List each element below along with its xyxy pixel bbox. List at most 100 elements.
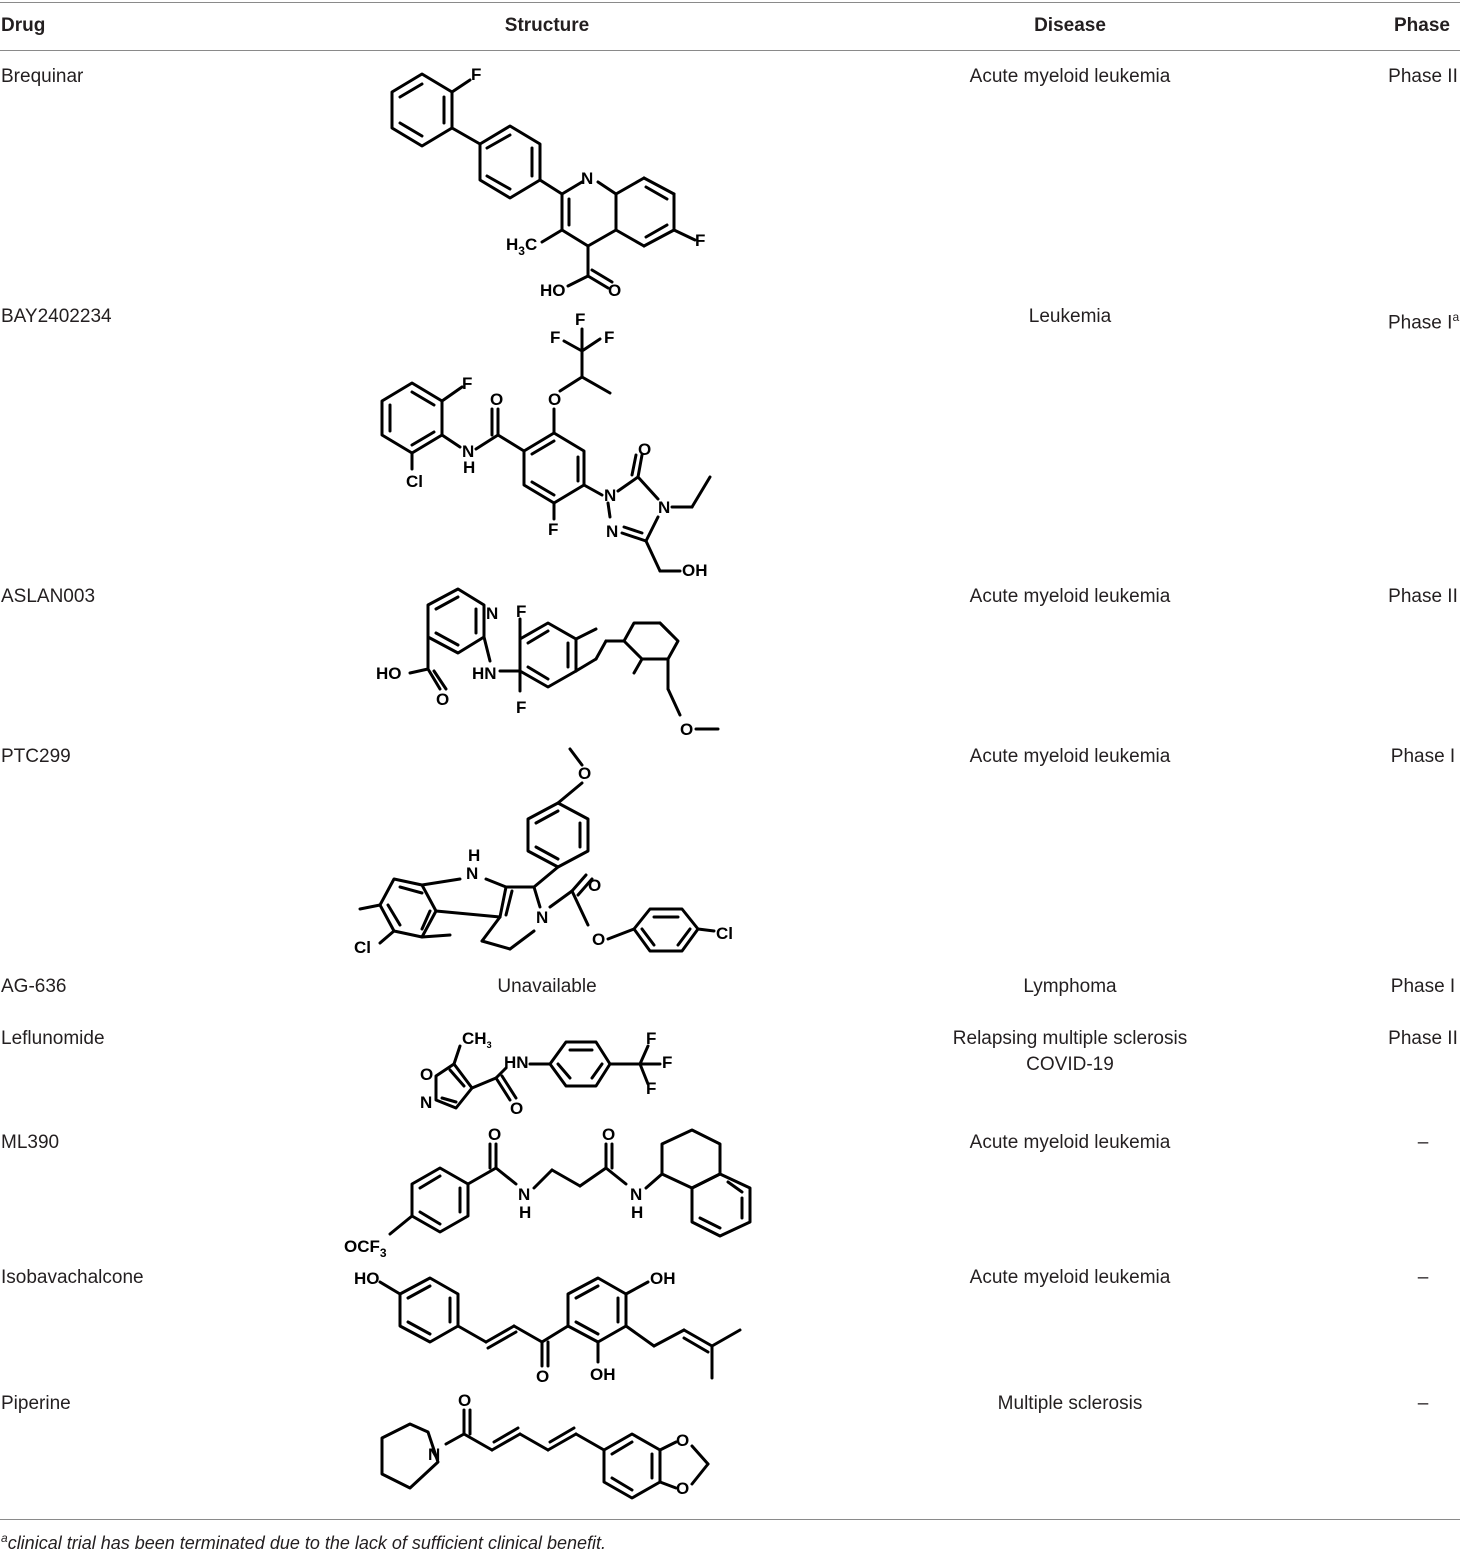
table-row-disease: Acute myeloid leukemia	[969, 1132, 1171, 1153]
footnote-text: clinical trial has been terminated due t…	[7, 1533, 607, 1553]
atom-label: O	[588, 876, 601, 895]
atom-label: N	[536, 908, 548, 927]
atom-label: O	[680, 720, 693, 739]
atom-label: F	[695, 231, 705, 250]
table-row-drug: AG-636	[1, 976, 67, 997]
atom-label: H	[468, 846, 480, 865]
atom-label: OH	[590, 1365, 616, 1384]
table-footnote: aclinical trial has been terminated due …	[1, 1527, 606, 1554]
table-row-phase: Phase Ia	[1388, 304, 1459, 336]
atom-label: F	[604, 328, 614, 347]
atom-label: HO	[376, 664, 402, 683]
table-row-phase: Phase I	[1390, 976, 1456, 997]
table-row-drug: PTC299	[1, 746, 71, 767]
table-row-disease-2: COVID-19	[1026, 1054, 1114, 1075]
header-structure: Structure	[504, 15, 590, 36]
atom-label: F	[462, 374, 472, 393]
structure-leflunomide: CH3 O N O HN F F F	[420, 1029, 672, 1118]
atom-label: HO	[354, 1269, 380, 1288]
atom-label: N	[486, 604, 498, 623]
atom-label: N	[581, 169, 593, 188]
structure-ml390: OCF3 O N H O N H	[344, 1125, 752, 1260]
atom-label: F	[516, 698, 526, 717]
atom-label: Cl	[406, 472, 423, 491]
atom-label: N	[630, 1185, 642, 1204]
atom-label: N	[466, 864, 478, 883]
table-row-phase: –	[1417, 1132, 1429, 1153]
atom-label: HN	[504, 1053, 529, 1072]
header-disease: Disease	[1034, 15, 1106, 36]
atom-label: N	[658, 498, 670, 517]
structure-bay2402234: F F F O O N H F Cl F N O N N OH	[380, 310, 712, 580]
atom-label: F	[646, 1079, 656, 1098]
table-row-phase: –	[1417, 1267, 1429, 1288]
atom-label: F	[662, 1053, 672, 1072]
table-row-phase: Phase II	[1388, 1028, 1458, 1049]
atom-label: H	[631, 1203, 643, 1222]
table-row-disease: Acute myeloid leukemia	[969, 66, 1171, 87]
phase-text: Phase I	[1388, 312, 1453, 334]
atom-label: O	[608, 281, 621, 300]
table-row-disease: Acute myeloid leukemia	[969, 746, 1171, 767]
atom-label: F	[646, 1029, 656, 1048]
table-row-drug: Piperine	[1, 1393, 71, 1414]
atom-label: O	[458, 1391, 471, 1410]
atom-label: H	[463, 458, 475, 477]
table-row-drug: Leflunomide	[1, 1028, 105, 1049]
table-row-phase: Phase II	[1388, 586, 1458, 607]
atom-label: N	[606, 522, 618, 541]
atom-label: N	[604, 486, 616, 505]
table-row-drug: ASLAN003	[1, 586, 96, 607]
header-phase: Phase	[1394, 15, 1450, 36]
atom-label: O	[548, 390, 561, 409]
structure-ptc299: O H N Cl N O O Cl	[354, 747, 733, 957]
table-row-phase: Phase I	[1390, 746, 1456, 767]
structure-piperine: N O O O	[380, 1391, 710, 1500]
atom-label: F	[548, 520, 558, 539]
atom-label: O	[578, 764, 591, 783]
atom-label: Cl	[354, 938, 371, 957]
atom-label: H3C	[506, 235, 537, 258]
table-row-disease: Lymphoma	[1023, 976, 1117, 997]
atom-label: F	[516, 602, 526, 621]
atom-label: O	[490, 390, 503, 409]
atom-label: OCF3	[344, 1237, 387, 1260]
table-row-drug: Brequinar	[1, 66, 84, 87]
table-bottom-rule	[0, 1519, 1460, 1520]
table-row-disease: Relapsing multiple sclerosis	[952, 1028, 1188, 1049]
atom-label: Cl	[716, 924, 733, 943]
table-row-disease: Leukemia	[1028, 306, 1112, 327]
table-row-disease: Acute myeloid leukemia	[969, 1267, 1171, 1288]
atom-label: N	[462, 442, 474, 461]
structure-unavailable: Unavailable	[497, 976, 597, 997]
phase-footnote-marker: a	[1452, 310, 1460, 324]
atom-label: O	[638, 440, 651, 459]
atom-label: O	[676, 1431, 689, 1450]
atom-label: F	[471, 65, 481, 84]
structure-brequinar: F N F H3C HO O	[390, 65, 705, 300]
atom-label: HN	[472, 664, 497, 683]
atom-label: O	[488, 1125, 501, 1144]
atom-label: O	[536, 1367, 549, 1386]
atom-label: O	[592, 930, 605, 949]
table-row-disease: Acute myeloid leukemia	[969, 586, 1171, 607]
atom-label: O	[510, 1099, 523, 1118]
atom-label: CH3	[462, 1029, 492, 1050]
atom-label: O	[436, 690, 449, 709]
table-row-drug: BAY2402234	[1, 306, 112, 327]
structure-isobavachalcone: HO O OH OH	[354, 1269, 742, 1386]
atom-label: OH	[650, 1269, 676, 1288]
atom-label: N	[420, 1093, 432, 1112]
atom-label: F	[550, 328, 560, 347]
atom-label: OH	[682, 561, 708, 580]
table-row-drug: Isobavachalcone	[1, 1267, 144, 1288]
table-row-phase: Phase II	[1388, 66, 1458, 87]
atom-label: N	[428, 1445, 440, 1464]
atom-label: O	[676, 1479, 689, 1498]
table-row-phase: –	[1417, 1393, 1429, 1414]
table-top-rule	[0, 2, 1460, 3]
atom-label: HO	[540, 281, 566, 300]
atom-label: N	[518, 1185, 530, 1204]
table-row-drug: ML390	[1, 1132, 60, 1153]
header-bottom-rule	[0, 50, 1460, 51]
